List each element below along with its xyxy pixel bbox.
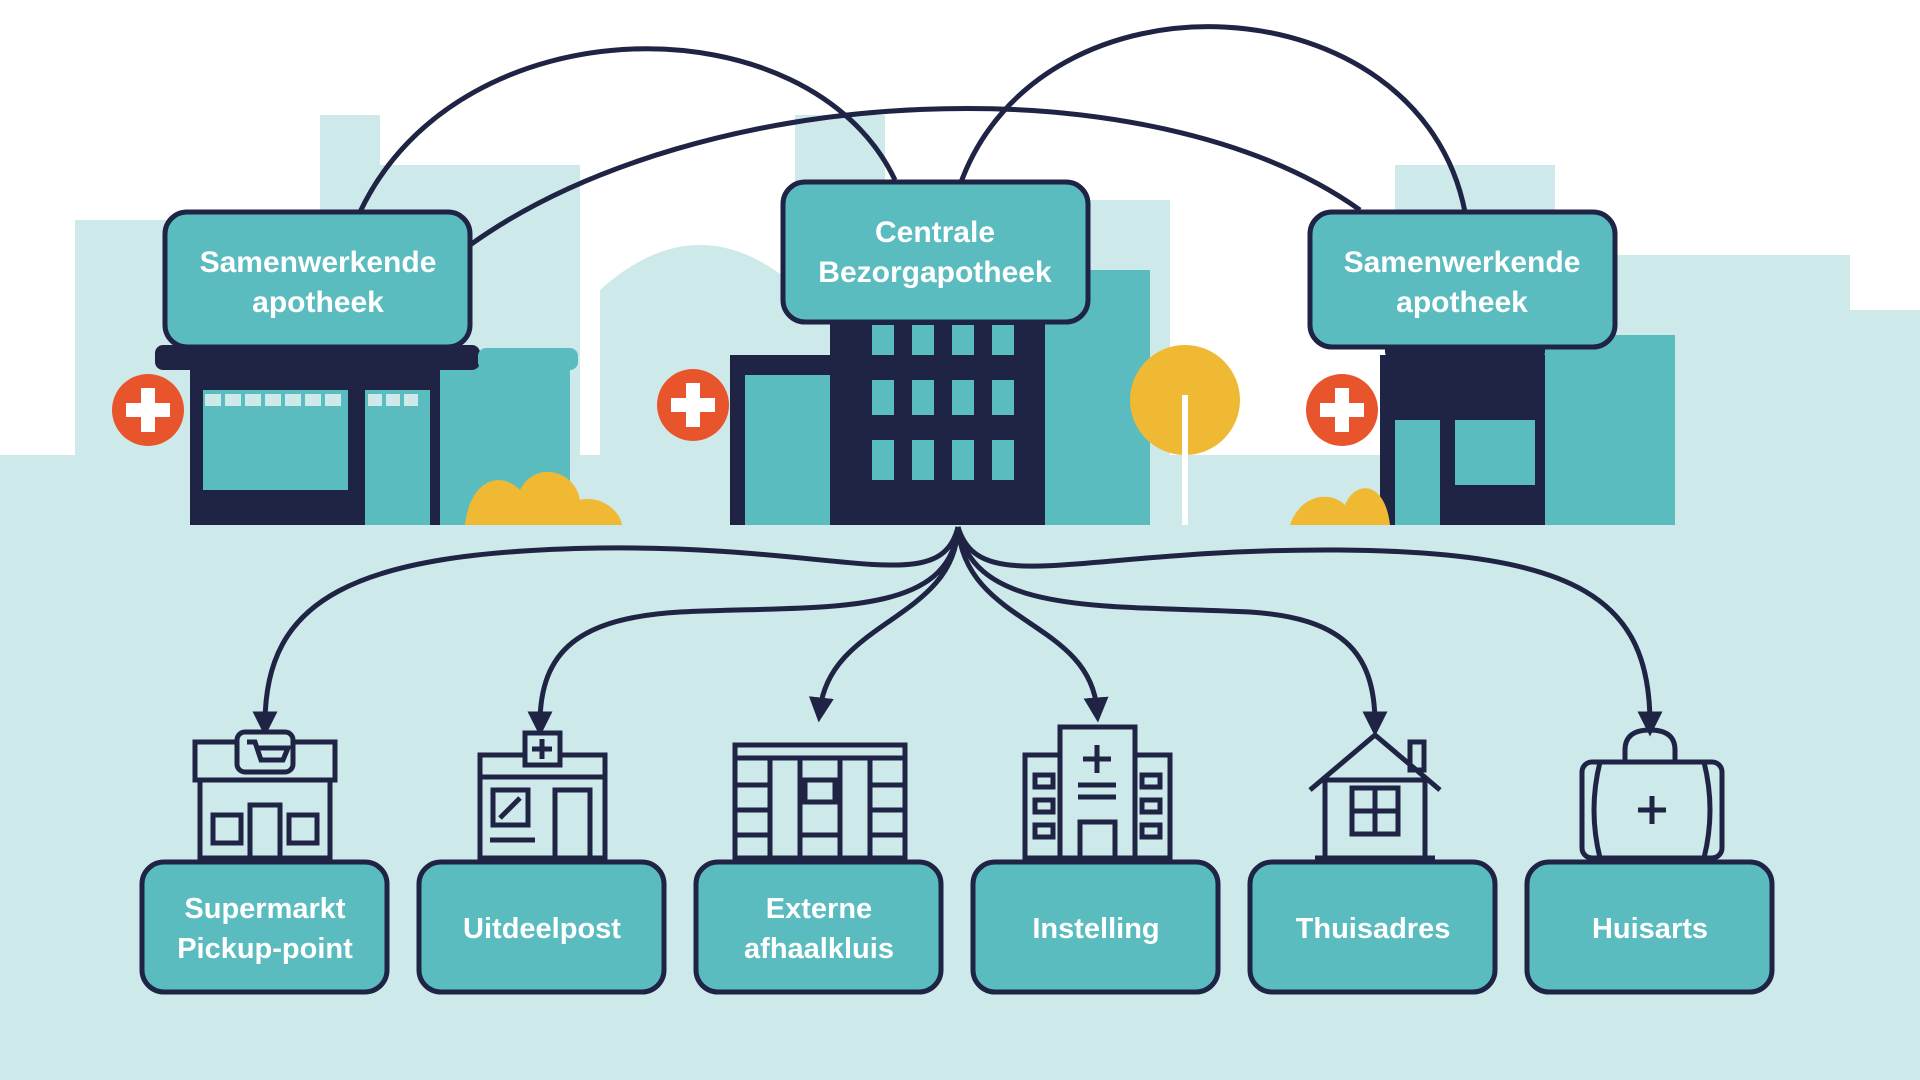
destination-supermarket-label-line1: Supermarkt	[184, 893, 346, 925]
partner-pharmacy-left-label-line2: apotheek	[252, 286, 384, 319]
partner-pharmacy-left-node: Samenwerkende apotheek	[162, 209, 473, 350]
destination-uitdeelpost-node: Uitdeelpost	[416, 859, 667, 995]
partner-pharmacy-left-label-line1: Samenwerkende	[200, 246, 437, 279]
destination-instelling-node: Instelling	[970, 859, 1221, 995]
central-pharmacy-label-line1: Centrale	[875, 216, 995, 249]
partner-pharmacy-right-node: Samenwerkende apotheek	[1307, 209, 1618, 350]
destination-afhaalkluis-label-line1: Externe	[766, 893, 872, 925]
arrow-to-instelling	[955, 526, 1109, 723]
destination-thuisadres-node: Thuisadres	[1247, 859, 1498, 995]
destination-supermarket-label-line2: Pickup-point	[177, 933, 353, 965]
destination-afhaalkluis-node: Externe afhaalkluis	[693, 859, 944, 995]
destination-huisarts-node: Huisarts	[1524, 859, 1775, 995]
partner-pharmacy-building-right	[1290, 335, 1675, 525]
distribution-arrows	[252, 526, 1663, 737]
arrow-to-thuisadres	[955, 526, 1388, 737]
partner-pharmacy-building-left	[155, 345, 622, 525]
hospital-icon	[1022, 724, 1173, 861]
destination-uitdeelpost-label: Uitdeelpost	[463, 913, 621, 945]
destination-huisarts-label: Huisarts	[1592, 913, 1708, 945]
destination-afhaalkluis-label-line2: afhaalkluis	[744, 933, 894, 965]
locker-icon	[732, 742, 908, 861]
red-cross-icon	[657, 369, 729, 441]
central-pharmacy-label-line2: Bezorgapotheek	[818, 256, 1052, 289]
central-pharmacy-building	[730, 270, 1240, 525]
medical-bag-icon	[1579, 727, 1725, 861]
arrow-to-uitdeelpost	[527, 526, 961, 737]
house-icon	[1308, 731, 1442, 861]
central-pharmacy-node: Centrale Bezorgapotheek	[780, 179, 1091, 325]
supermarket-icon	[192, 729, 338, 861]
arrow-to-afhaalkluis	[808, 526, 961, 723]
arrow-to-huisarts	[955, 526, 1663, 737]
red-cross-icon	[1306, 374, 1378, 446]
partner-pharmacy-right-label-line2: apotheek	[1396, 286, 1528, 319]
partner-pharmacy-right-label-line1: Samenwerkende	[1344, 246, 1581, 279]
pharmacy-cross-badges	[112, 369, 1378, 446]
red-cross-icon	[112, 374, 184, 446]
destination-thuisadres-label: Thuisadres	[1296, 913, 1451, 945]
destination-supermarket-node: Supermarkt Pickup-point	[139, 859, 390, 995]
destination-instelling-label: Instelling	[1032, 913, 1159, 945]
pharmacy-outlet-icon	[477, 730, 608, 861]
arrow-to-supermarket	[252, 526, 961, 737]
pharmacy-network-arcs	[357, 24, 1468, 248]
